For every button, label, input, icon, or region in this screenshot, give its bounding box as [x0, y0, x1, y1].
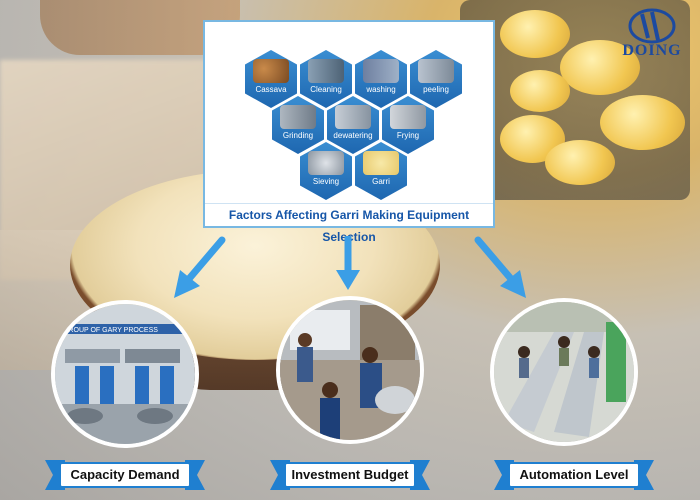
cassava-chip — [500, 10, 570, 58]
automation-level-label: Automation Level — [508, 462, 640, 488]
cleaning-machine-image — [308, 59, 344, 83]
hex-step-frying: Frying — [382, 96, 434, 154]
frying-machine-image — [390, 105, 426, 129]
hex-step-cassava: Cassava — [245, 50, 297, 108]
capacity-photo: GROUP OF GARY PROCESS — [51, 300, 199, 448]
process-panel: Cassava Cleaning washing peeling Grindin… — [203, 20, 495, 244]
automation-photo — [490, 298, 638, 446]
capacity-demand-label: Capacity Demand — [59, 462, 191, 488]
cassava-image — [253, 59, 289, 83]
investment-photo — [276, 296, 424, 444]
step-label: Cassava — [255, 85, 287, 94]
step-label: washing — [366, 85, 396, 94]
logo-text: DOING — [622, 42, 682, 59]
hex-step-washing: washing — [355, 50, 407, 108]
investment-budget-banner: Investment Budget — [270, 460, 430, 490]
investment-budget-label: Investment Budget — [284, 462, 416, 488]
hex-step-sieving: Sieving — [300, 142, 352, 200]
customer-visit-image — [280, 300, 420, 440]
arrow-to-capacity — [174, 236, 226, 298]
step-label: Sieving — [312, 177, 340, 186]
cassava-chip — [560, 40, 640, 95]
cassava-chip — [510, 70, 570, 112]
capacity-demand-banner: Capacity Demand — [45, 460, 205, 490]
washing-machine-image — [363, 59, 399, 83]
step-label: Grinding — [282, 131, 314, 140]
step-label: Garri — [372, 177, 390, 186]
factory-line-image: GROUP OF GARY PROCESS — [55, 304, 195, 444]
step-label: dewatering — [333, 131, 373, 140]
arrow-to-automation — [474, 236, 526, 298]
processing-line-image — [494, 302, 634, 442]
factory-sign: GROUP OF GARY PROCESS — [63, 327, 158, 334]
garri-image — [363, 151, 399, 175]
step-label: Frying — [396, 131, 420, 140]
panel-title: Factors Affecting Garri Making Equipment… — [205, 203, 493, 244]
doing-logo-icon — [628, 8, 676, 44]
cassava-chip — [545, 140, 615, 185]
step-label: Cleaning — [310, 85, 342, 94]
step-label: peeling — [423, 85, 449, 94]
doing-logo: DOING — [612, 8, 692, 60]
process-hex-grid: Cassava Cleaning washing peeling Grindin… — [205, 22, 493, 206]
hex-step-peeling: peeling — [410, 50, 462, 108]
hex-step-cleaning: Cleaning — [300, 50, 352, 108]
cassava-chip — [600, 95, 685, 150]
hex-step-garri: Garri — [355, 142, 407, 200]
sieving-machine-image — [308, 151, 344, 175]
automation-level-banner: Automation Level — [494, 460, 654, 490]
grinding-machine-image — [280, 105, 316, 129]
hex-step-grinding: Grinding — [272, 96, 324, 154]
hex-step-dewatering: dewatering — [327, 96, 379, 154]
arrow-to-investment — [336, 236, 360, 290]
dewatering-machine-image — [335, 105, 371, 129]
peeling-machine-image — [418, 59, 454, 83]
